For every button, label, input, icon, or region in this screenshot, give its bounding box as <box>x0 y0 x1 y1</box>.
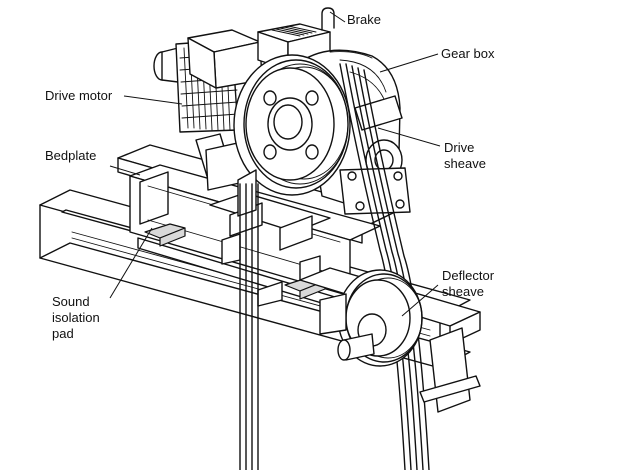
leader-lines <box>109 11 441 317</box>
label-drive-sheave-line-2: sheave <box>444 156 486 171</box>
label-deflector-sheave-line-1: Deflector <box>442 268 495 283</box>
label-deflector-sheave-line-2: sheave <box>442 284 484 299</box>
label-drive-sheave-line-1: Drive <box>444 140 475 155</box>
label-sound-isolation-pad-line-3: pad <box>52 326 74 341</box>
label-sound-isolation-pad-line-1: Sound <box>52 294 90 309</box>
label-deflector-sheave: Deflector sheave <box>442 268 494 300</box>
hoist-ropes <box>239 63 430 470</box>
deflector-sheave <box>299 267 481 413</box>
label-gear-box: Gear box <box>441 46 495 61</box>
label-drive-sheave: Drive sheave <box>444 140 486 172</box>
drive-sheave <box>233 54 351 217</box>
label-sound-isolation-pad-line-2: isolation <box>52 310 100 325</box>
label-bedplate: Bedplate <box>45 148 97 163</box>
label-brake: Brake <box>347 12 381 27</box>
label-drive-motor: Drive motor <box>45 88 113 103</box>
label-sound-isolation-pad: Sound isolation pad <box>52 294 100 342</box>
